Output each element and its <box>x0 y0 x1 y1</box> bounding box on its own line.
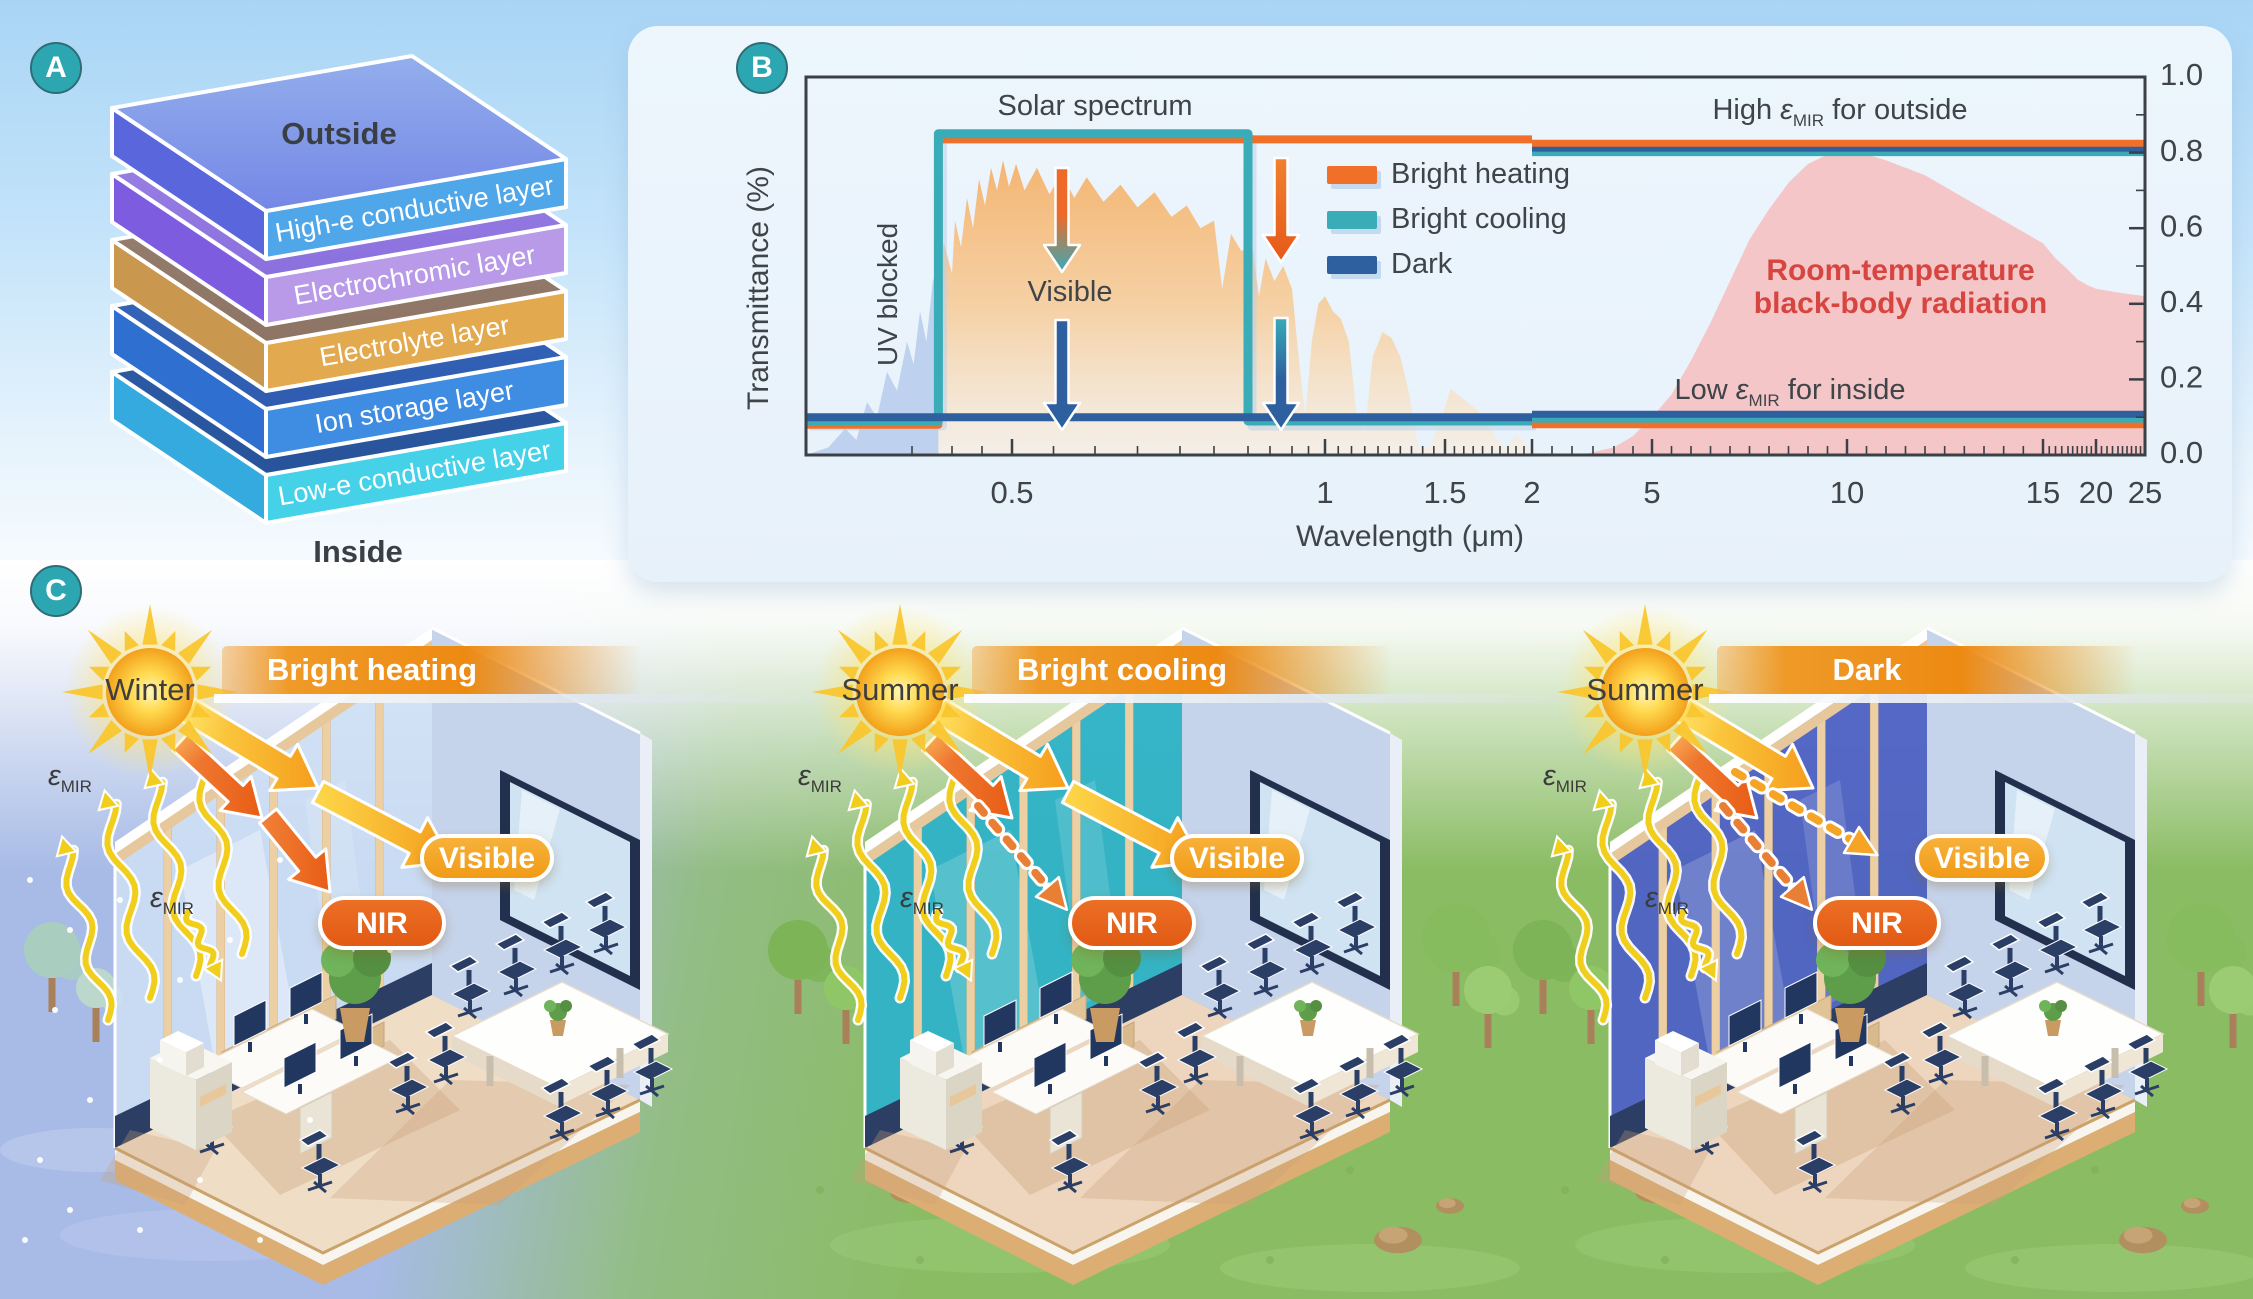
legend-swatch-bright-cooling <box>1327 210 1377 229</box>
emissivity-label-outside: εMIR <box>1543 760 1587 797</box>
svg-text:10: 10 <box>1830 475 1864 510</box>
legend-label: Bright heating <box>1391 158 1570 190</box>
svg-text:0.4: 0.4 <box>2160 284 2203 319</box>
epsilon-symbol: ε <box>150 882 163 914</box>
legend-item-dark: Dark <box>1327 242 1570 287</box>
legend-swatch-bright-heating <box>1327 165 1377 184</box>
scene-winter-bright-heating: Winter Bright heating Visible NIR εMIR ε… <box>0 560 844 1299</box>
visible-band-label: Visible <box>1027 276 1113 308</box>
epsilon-symbol: ε <box>798 760 811 792</box>
emissivity-label-outside: εMIR <box>798 760 842 797</box>
epsilon-symbol: ε <box>1780 94 1793 126</box>
nir-badge: NIR <box>1813 896 1941 950</box>
mir-subscript: MIR <box>912 898 944 918</box>
mir-subscript: MIR <box>60 776 92 796</box>
mir-subscript: MIR <box>162 898 194 918</box>
legend-label: Dark <box>1391 248 1453 280</box>
svg-text:0.0: 0.0 <box>2160 435 2203 470</box>
mir-subscript: MIR <box>1792 110 1825 130</box>
sun-season-label: Winter <box>105 672 195 707</box>
epsilon-symbol: ε <box>900 882 913 914</box>
svg-text:2: 2 <box>1523 475 1540 510</box>
svg-text:15: 15 <box>2026 475 2060 510</box>
epsilon-symbol: ε <box>1543 760 1556 792</box>
mir-subscript: MIR <box>810 776 842 796</box>
svg-text:1: 1 <box>1316 475 1333 510</box>
emissivity-label-inside: εMIR <box>900 882 944 919</box>
svg-text:1.0: 1.0 <box>2160 57 2203 92</box>
y-axis-title: Transmittance (%) <box>742 166 775 410</box>
low-emissivity-post: for inside <box>1779 374 1906 406</box>
svg-text:5: 5 <box>1643 475 1660 510</box>
high-emissivity-label: High εMIR for outside <box>1650 94 2030 131</box>
mir-subscript: MIR <box>1748 390 1780 410</box>
scene-illustration <box>768 604 1520 1292</box>
epsilon-symbol: ε <box>48 760 61 792</box>
nir-badge: NIR <box>318 896 446 950</box>
layer-slab: High-e conductive layer <box>110 54 568 261</box>
x-axis-title: Wavelength (μm) <box>1296 520 1524 553</box>
sun-season-label: Summer <box>1586 672 1704 707</box>
mir-subscript: MIR <box>1657 898 1689 918</box>
emissivity-label-inside: εMIR <box>150 882 194 919</box>
panel-a-badge: A <box>30 42 82 94</box>
high-emissivity-post: for outside <box>1824 94 1968 126</box>
panel-a-inside-label: Inside <box>313 534 403 569</box>
legend-label: Bright cooling <box>1391 203 1567 235</box>
nir-badge: NIR <box>1068 896 1196 950</box>
epsilon-symbol: ε <box>1645 882 1658 914</box>
svg-text:0.8: 0.8 <box>2160 133 2203 168</box>
mir-subscript: MIR <box>1555 776 1587 796</box>
visible-badge: Visible <box>1170 834 1304 882</box>
uv-blocked-label: UV blocked <box>872 222 903 366</box>
svg-text:0.5: 0.5 <box>990 475 1033 510</box>
legend-item-bright-heating: Bright heating <box>1327 152 1570 197</box>
svg-text:25: 25 <box>2128 475 2162 510</box>
low-emissivity-pre: Low <box>1674 374 1736 406</box>
mode-banner: Bright cooling <box>963 646 1594 703</box>
blackbody-label: Room-temperature black-body radiation <box>1728 254 2073 320</box>
svg-text:0.6: 0.6 <box>2160 208 2203 243</box>
solar-spectrum-label: Solar spectrum <box>997 90 1193 122</box>
blackbody-line1: Room-temperature <box>1766 254 2035 287</box>
blackbody-line2: black-body radiation <box>1753 287 2048 320</box>
mode-banner: Bright heating <box>213 646 844 703</box>
legend-swatch-dark <box>1327 255 1377 274</box>
chart-legend: Bright heating Bright cooling Dark <box>1327 152 1570 287</box>
sun-season-label: Summer <box>841 672 959 707</box>
high-emissivity-pre: High <box>1712 94 1781 126</box>
panel-b-badge: B <box>736 42 788 94</box>
emissivity-label-inside: εMIR <box>1645 882 1689 919</box>
mode-banner: Dark <box>1708 646 2253 703</box>
svg-text:0.2: 0.2 <box>2160 360 2203 395</box>
scene-summer-dark: Summer Dark Visible NIR εMIR εMIR <box>1495 560 2253 1299</box>
svg-text:20: 20 <box>2079 475 2113 510</box>
panel-a-outside-label: Outside <box>281 116 397 151</box>
epsilon-symbol: ε <box>1735 374 1749 406</box>
panel-c-badge: C <box>30 565 82 617</box>
visible-badge: Visible <box>1915 834 2049 882</box>
legend-item-bright-cooling: Bright cooling <box>1327 197 1570 242</box>
low-emissivity-label: Low εMIR for inside <box>1600 374 1980 411</box>
visible-badge: Visible <box>420 834 554 882</box>
scene-summer-bright-cooling: Summer Bright cooling Visible NIR εMIR ε… <box>750 560 1594 1299</box>
svg-text:1.5: 1.5 <box>1423 475 1466 510</box>
emissivity-label-outside: εMIR <box>48 760 92 797</box>
